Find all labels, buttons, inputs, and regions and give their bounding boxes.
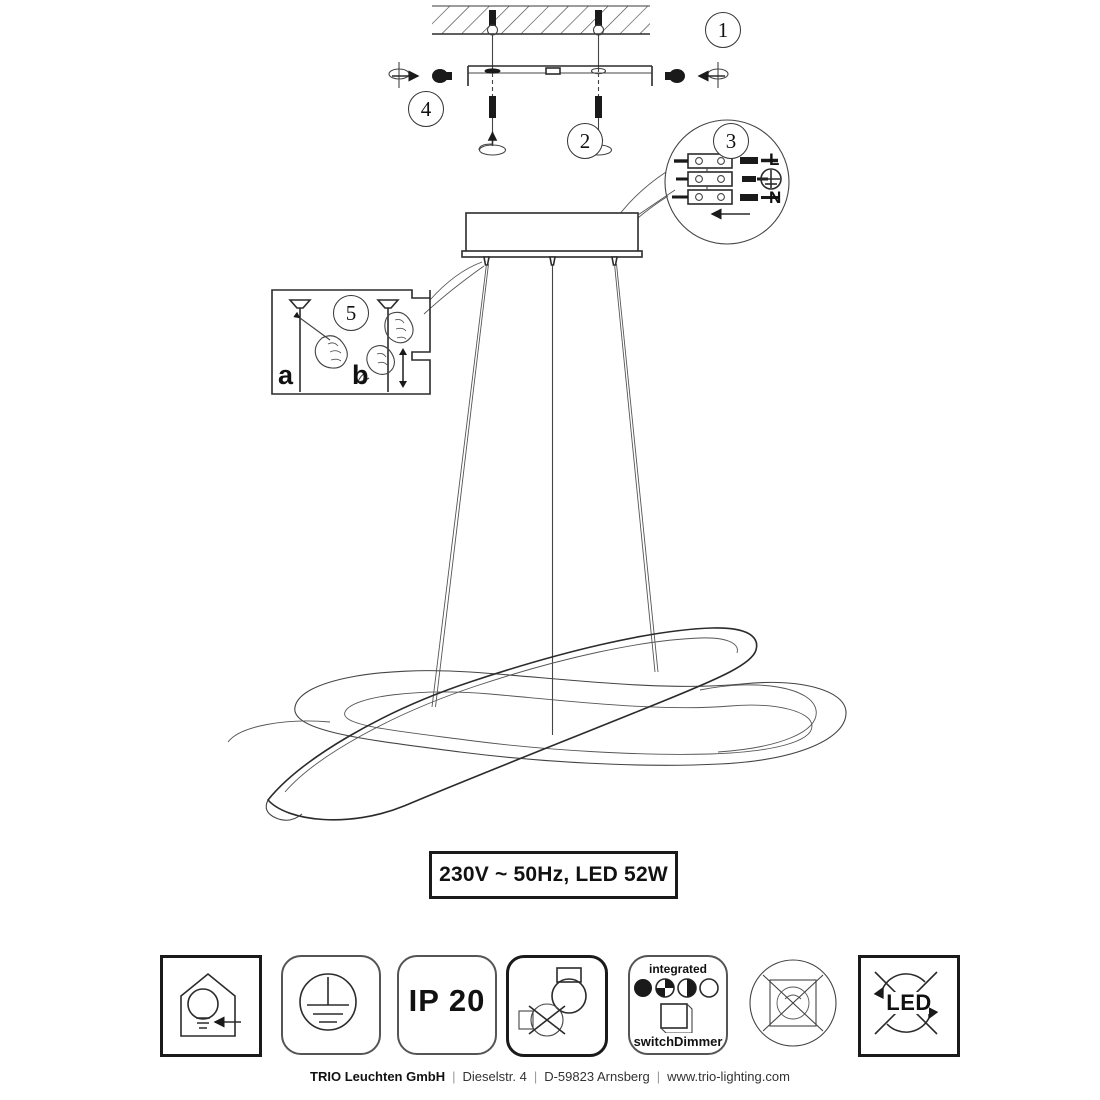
class-1-earth-icon [281,955,381,1055]
ceiling-anchor-left [486,10,499,72]
step4-left-rotation [388,62,452,88]
footer-street: Dieselstr. 4 [462,1069,527,1084]
detail-sublabel-a: a [278,360,294,390]
detail-a-cable [288,299,331,392]
footer-sep-3: | [656,1069,661,1084]
indoor-use-icon [160,955,262,1057]
step-badge-5: 5 [333,295,369,331]
detail-b-updown-arrow [399,348,407,388]
terminal-label-neutral: N [769,188,782,207]
detail-leader-lines [423,261,485,315]
detail-b-lower-hand-icon [357,345,396,383]
footer-sep-2: | [533,1069,538,1084]
bracket-bolt-left [478,73,507,156]
led-label: LED [886,990,932,1015]
step-badge-1: 1 [705,12,741,48]
detail-b-cable [376,299,400,392]
ip-rating-label: IP 20 [408,983,486,1018]
no-external-dimmer-icon [745,955,841,1051]
footer-sep-1: | [452,1069,456,1084]
terminal-label-live: L [769,150,780,169]
step-badge-4: 4 [408,91,444,127]
cable-exit-left [483,256,490,266]
dimmer-caption-bottom: switchDimmer [633,1034,723,1049]
led-not-exchangeable-icon: LED [858,955,960,1057]
detail-sublabel-b: b [352,360,369,390]
electrical-rating-box: 230V ~ 50Hz, LED 52W [429,851,678,899]
cable-adjust-detail-box [271,289,431,395]
detail-a-hand-icon [314,335,348,369]
detail-b-upper-hand-icon [384,311,414,344]
cable-exit-center [549,256,556,266]
dimmer-caption-top: integrated [648,962,707,976]
terminal-block-earth [676,171,733,187]
ceiling-canopy [461,189,676,258]
terminal-block-neutral [672,189,733,205]
earth-symbol-icon [760,168,782,190]
ceiling-anchor-right [592,10,605,72]
lamp-not-replaceable-icon [506,955,608,1057]
ceiling-section [432,5,650,35]
wiring-detail-circle [609,119,790,245]
footer-city: D-59823 Arnsberg [544,1069,650,1084]
pictogram-row: IP 20 integrated [0,955,1100,1070]
electrical-rating-text: 230V ~ 50Hz, LED 52W [439,863,668,886]
step4-right-rotation [665,62,729,88]
cable-exit-right [611,256,618,266]
mains-wire-live [740,157,778,164]
integrated-switch-dimmer-icon: integrated switchDimmer [628,955,728,1055]
mains-wire-neutral [740,194,778,201]
suspension-cables [431,263,659,735]
screw-icon-left [432,69,452,83]
step-badge-2: 2 [567,123,603,159]
screw-icon-right [665,69,685,83]
footer-company: TRIO Leuchten GmbH [310,1069,446,1084]
step-badge-3: 3 [713,123,749,159]
terminal-block-live [674,153,733,169]
footer: TRIO Leuchten GmbH | Dieselstr. 4 | D-59823 … [0,1069,1100,1084]
led-ribbon-luminaire [227,627,847,821]
ip-rating-icon: IP 20 [397,955,497,1055]
footer-website[interactable]: www.trio-lighting.com [667,1069,790,1084]
mounting-bracket [467,65,653,86]
